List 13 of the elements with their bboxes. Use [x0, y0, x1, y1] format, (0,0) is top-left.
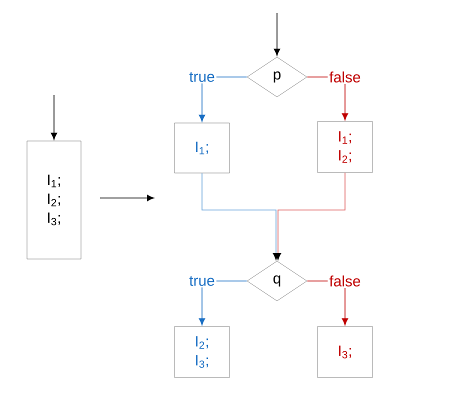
- arrow: [202, 172, 280, 260]
- statement-box: I$_{1}$; I$_{2}$;: [317, 121, 373, 173]
- edge-label: true: [189, 276, 214, 286]
- edge-label: false: [329, 276, 360, 286]
- arrow: [274, 172, 346, 260]
- statement-box: I$_{2}$; I$_{3}$;: [174, 326, 230, 378]
- arrow: [50, 94, 58, 140]
- arrow: [274, 12, 280, 56]
- edge-label: true: [189, 72, 214, 82]
- statement-box: I$_{1}$; I$_{2}$; I$_{3}$;: [26, 140, 82, 260]
- statement-box: I$_{3}$;: [317, 326, 373, 378]
- statement-box: I$_{1}$;: [174, 122, 230, 174]
- edge-label: false: [329, 72, 360, 82]
